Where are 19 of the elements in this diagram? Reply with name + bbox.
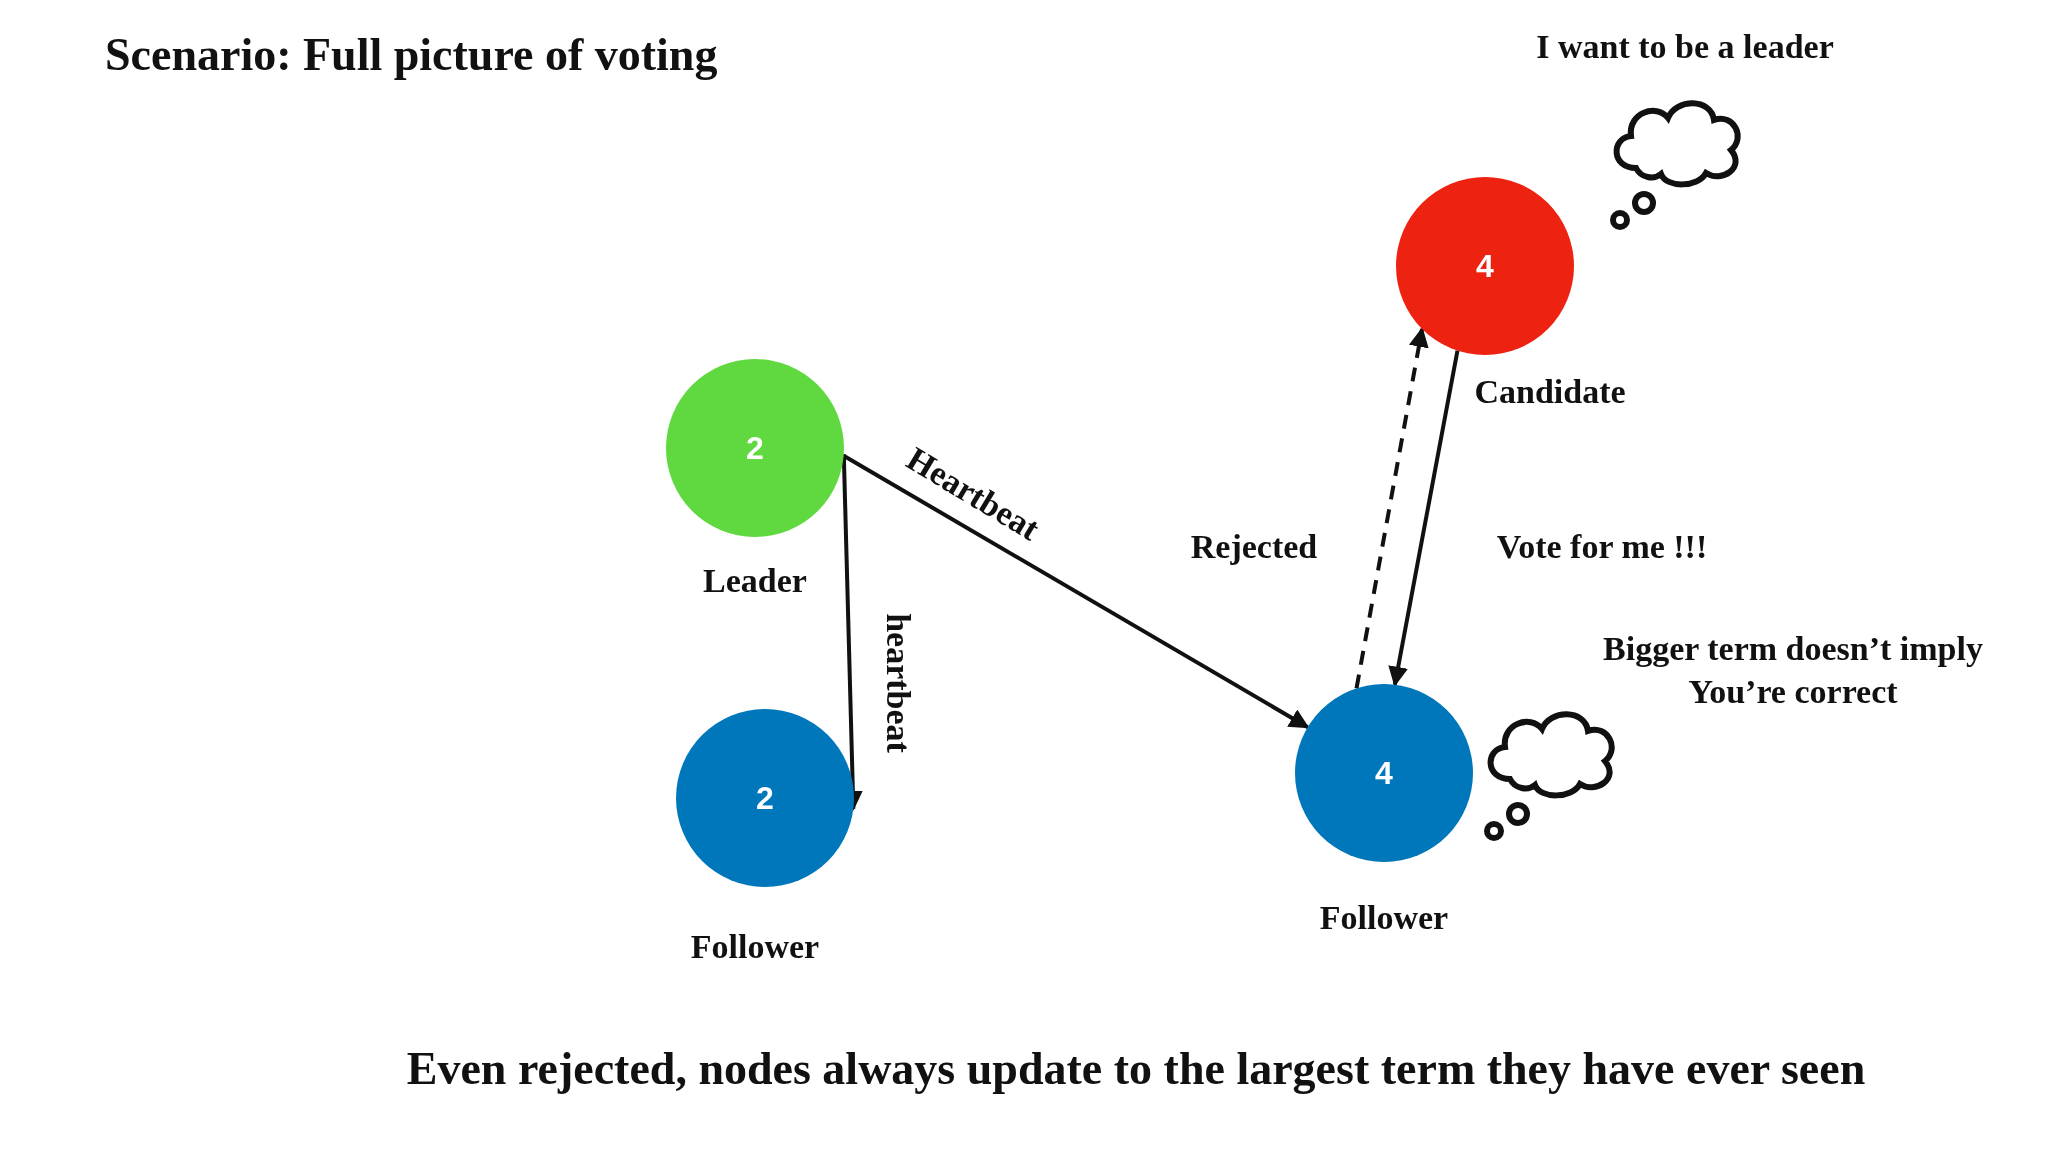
- title: Scenario: Full picture of voting: [105, 28, 718, 81]
- term-number: 2: [756, 779, 774, 817]
- term-number: 4: [1476, 247, 1494, 285]
- node-label: Follower: [690, 928, 820, 966]
- term-number: 4: [1375, 754, 1393, 792]
- caption: Even rejected, nodes always update to the largest term they have ever seen: [406, 1041, 1866, 1095]
- dashed-arrow: [1354, 326, 1429, 689]
- node-label: Leader: [703, 562, 807, 600]
- edge-label: Rejected: [1190, 528, 1318, 566]
- node-label: Follower: [1319, 899, 1449, 937]
- edge-label: Vote for me !!!: [1496, 528, 1708, 566]
- arrow: [841, 454, 863, 811]
- term-number: 2: [746, 429, 764, 467]
- arrow: [842, 454, 1310, 729]
- note-text: Bigger term doesn’t imply You’re correct: [1602, 628, 1984, 711]
- note-text: I want to be a leader: [1536, 26, 1834, 67]
- arrow: [1388, 350, 1460, 687]
- edge-label: heartbeat: [879, 613, 917, 753]
- node-label: Candidate: [1474, 373, 1626, 411]
